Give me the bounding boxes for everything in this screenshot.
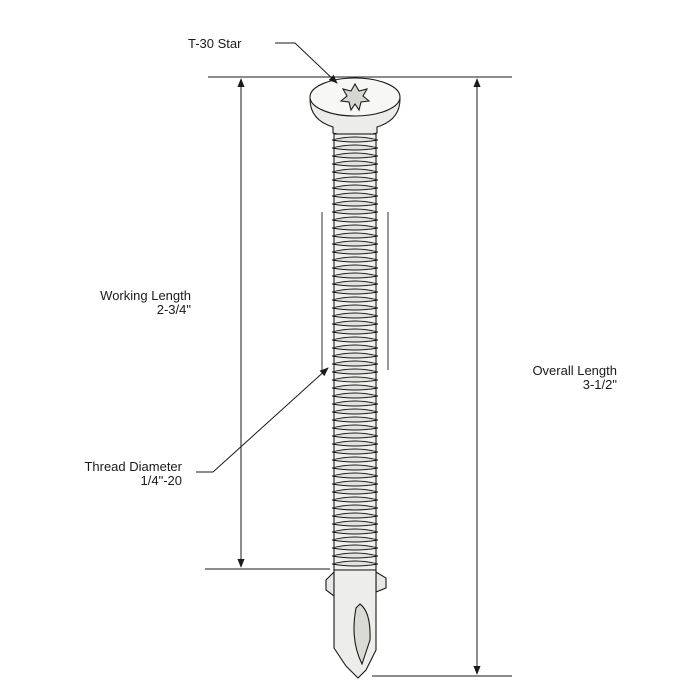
thread-crest bbox=[331, 152, 379, 159]
thread-crest bbox=[331, 264, 379, 271]
thread-crest bbox=[331, 328, 379, 335]
thread-crest bbox=[331, 536, 379, 543]
screw bbox=[309, 77, 401, 679]
thread-crest bbox=[331, 184, 379, 191]
thread-crest bbox=[331, 400, 379, 407]
thread-crest bbox=[331, 288, 379, 295]
thread-crest bbox=[331, 144, 379, 151]
thread-crest bbox=[331, 256, 379, 263]
thread-diameter-leader-line bbox=[196, 367, 329, 473]
thread-crest bbox=[331, 448, 379, 455]
thread-crest bbox=[331, 392, 379, 399]
thread-crest bbox=[331, 200, 379, 207]
thread-crest bbox=[331, 408, 379, 415]
thread-crest bbox=[331, 512, 379, 519]
drive-leader-line bbox=[275, 42, 338, 84]
overall-length-value: 3-1/2" bbox=[582, 377, 617, 392]
thread-crest bbox=[331, 384, 379, 391]
working-length-value: 2-3/4" bbox=[156, 302, 191, 317]
thread-crest bbox=[331, 344, 379, 351]
thread-crest bbox=[331, 208, 379, 215]
thread-crest bbox=[331, 488, 379, 495]
screw-head bbox=[309, 77, 401, 137]
thread-diameter-title: Thread Diameter bbox=[84, 459, 182, 474]
thread-crest bbox=[331, 272, 379, 279]
thread-crest bbox=[331, 280, 379, 287]
thread-crest bbox=[331, 224, 379, 231]
thread-crest bbox=[331, 248, 379, 255]
thread-crest bbox=[331, 456, 379, 463]
working-length-title: Working Length bbox=[100, 288, 191, 303]
left-wing bbox=[325, 570, 335, 598]
thread-crest bbox=[331, 560, 379, 567]
thread-crest bbox=[331, 464, 379, 471]
thread-crest bbox=[331, 528, 379, 535]
thread-crest bbox=[331, 192, 379, 199]
thread-crest bbox=[331, 240, 379, 247]
thread-crest bbox=[331, 136, 379, 143]
thread-crest bbox=[331, 552, 379, 559]
thread-crest bbox=[331, 296, 379, 303]
thread-crest bbox=[331, 504, 379, 511]
thread-crest bbox=[331, 304, 379, 311]
leader-lines bbox=[196, 42, 338, 473]
screw-threads bbox=[331, 136, 379, 567]
star-drive-recess bbox=[339, 82, 371, 112]
thread-crest bbox=[331, 520, 379, 527]
thread-crest bbox=[331, 480, 379, 487]
thread-crest bbox=[331, 312, 379, 319]
overall-length-title: Overall Length bbox=[532, 363, 617, 378]
thread-diameter-value: 1/4"-20 bbox=[140, 473, 182, 488]
thread-crest bbox=[331, 440, 379, 447]
thread-crest bbox=[331, 352, 379, 359]
thread-crest bbox=[331, 360, 379, 367]
thread-crest bbox=[331, 176, 379, 183]
thread-crest bbox=[331, 320, 379, 327]
thread-crest bbox=[331, 496, 379, 503]
thread-crest bbox=[331, 416, 379, 423]
thread-crest bbox=[331, 232, 379, 239]
thread-crest bbox=[331, 368, 379, 375]
thread-crest bbox=[331, 424, 379, 431]
drill-flute bbox=[353, 603, 371, 666]
thread-crest bbox=[331, 216, 379, 223]
thread-crest bbox=[331, 472, 379, 479]
thread-crest bbox=[331, 376, 379, 383]
extension-lines bbox=[205, 76, 512, 677]
drive-type-label: T-30 Star bbox=[188, 36, 242, 51]
right-wing bbox=[375, 571, 387, 593]
thread-crest bbox=[331, 160, 379, 167]
thread-crest bbox=[331, 544, 379, 551]
thread-crest bbox=[331, 168, 379, 175]
thread-crest bbox=[331, 432, 379, 439]
thread-crest bbox=[331, 336, 379, 343]
